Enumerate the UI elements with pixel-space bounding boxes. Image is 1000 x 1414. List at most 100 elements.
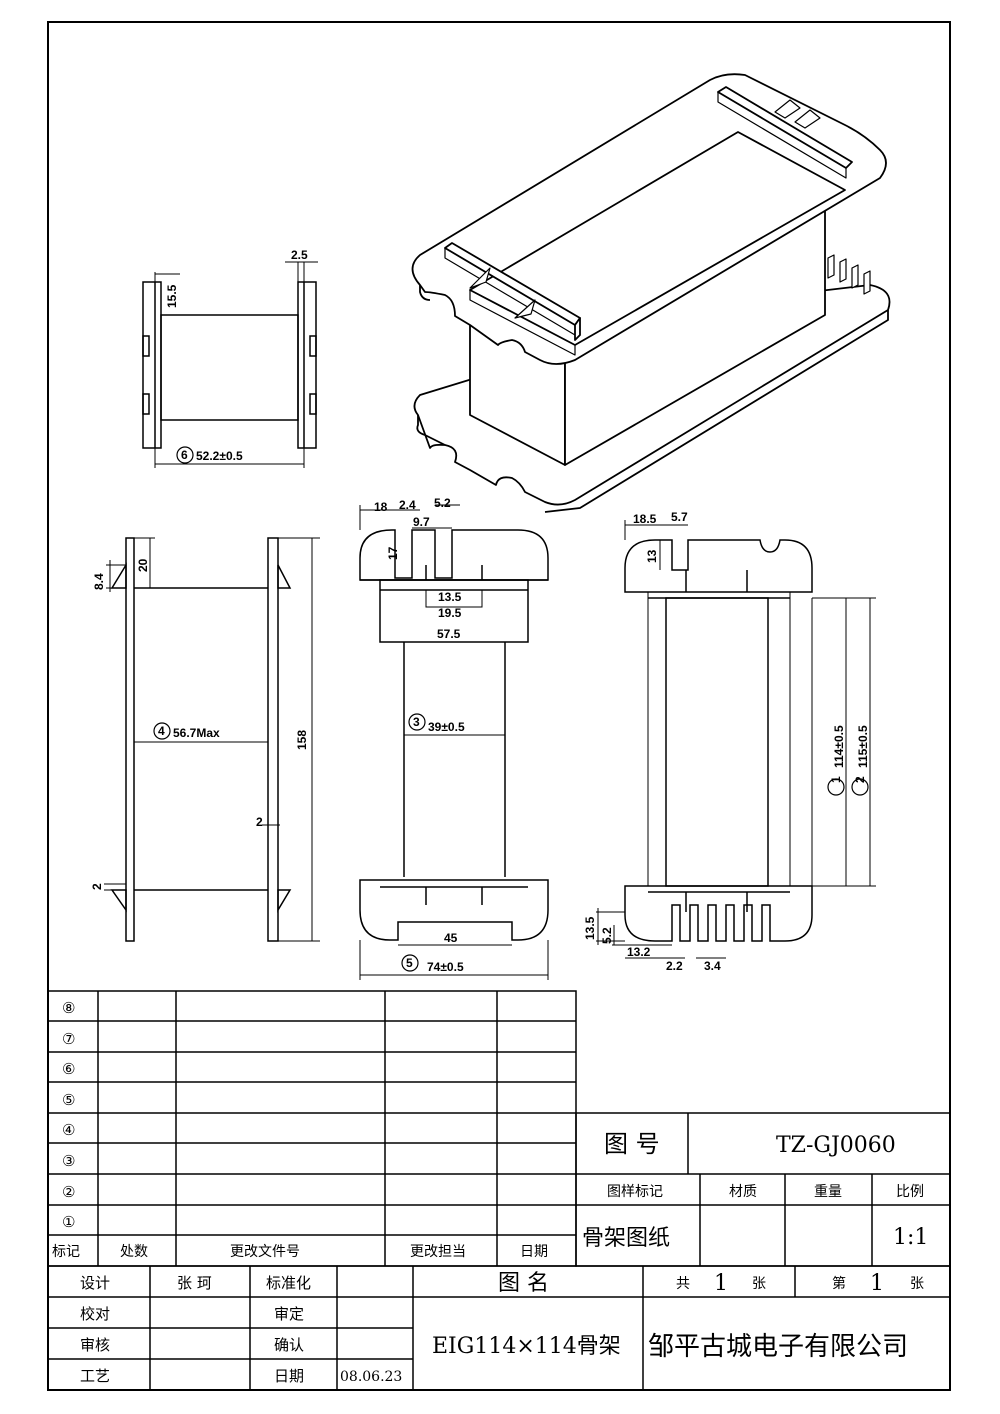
dim-13-5-right: 13.5 (583, 916, 597, 940)
dim-52-2: 52.2±0.5 (196, 449, 243, 463)
right-view-core (665, 597, 769, 887)
drawing-number: TZ-GJ0060 (776, 1133, 896, 1158)
dim-17: 17 (386, 546, 400, 560)
audit-label: 审核 (80, 1336, 110, 1354)
total-unit: 张 (752, 1276, 766, 1292)
dim-114: 114±0.5 (832, 725, 846, 768)
revision-marker-8: ⑧ (62, 999, 75, 1017)
front-view (359, 504, 549, 980)
side-view-wedge-tl (110, 562, 127, 589)
revision-header-mark: 标记 (52, 1244, 80, 1260)
side-view-wedge-br (277, 889, 292, 913)
designer-name: 张 珂 (177, 1274, 212, 1292)
revision-header-count: 处数 (120, 1244, 148, 1260)
page-unit: 张 (910, 1276, 924, 1292)
sample-mark-label: 图样标记 (607, 1184, 663, 1200)
dim-5-2-front: 5.2 (434, 496, 451, 510)
dim-74: 74±0.5 (427, 960, 464, 974)
dim-2-4: 2.4 (399, 498, 416, 512)
bottom-flange-edge-2 (544, 310, 889, 513)
dim-19-5: 19.5 (438, 606, 462, 620)
dim-57-5: 57.5 (437, 627, 461, 641)
revision-marker-2: ② (62, 1183, 75, 1201)
scale-value: 1:1 (893, 1225, 928, 1250)
side-view-left-flange (125, 537, 135, 942)
top-view-peg-4 (309, 393, 317, 415)
standard-label: 标准化 (266, 1274, 311, 1292)
revision-marker-4: ④ (62, 1121, 75, 1139)
review-label: 审定 (274, 1305, 304, 1323)
bottom-flange-edge (416, 415, 446, 446)
top-view-peg-3 (309, 335, 317, 357)
date-value: 08.06.23 (340, 1369, 402, 1385)
process-label: 工艺 (80, 1367, 110, 1385)
marker-circle-6 (176, 446, 194, 464)
date-label: 日期 (274, 1367, 304, 1385)
revision-header-person: 更改担当 (410, 1244, 466, 1260)
company-name: 邹平古城电子有限公司 (648, 1332, 908, 1362)
confirm-label: 确认 (274, 1336, 304, 1354)
revision-table (47, 990, 577, 1267)
dim-20: 20 (136, 558, 150, 572)
marker-circle-4 (153, 722, 171, 740)
dim-45: 45 (444, 931, 458, 945)
marker-2-label-drawing: 2 (853, 776, 867, 783)
dim-39: 39±0.5 (428, 720, 465, 734)
scale-label: 比例 (896, 1184, 924, 1200)
front-view-slot-13-5 (425, 589, 483, 608)
marker-4-label: 4 (158, 724, 165, 738)
revision-marker-7: ⑦ (62, 1030, 75, 1048)
drawing-number-label: 图 号 (604, 1130, 660, 1158)
top-view-left-flange (142, 281, 162, 449)
drawing-name: EIG114×114骨架 (432, 1334, 621, 1359)
side-view-right-flange (267, 537, 279, 942)
marker-1-label-drawing: 1 (829, 776, 843, 783)
dim-158: 158 (295, 730, 309, 750)
title-block-lower (47, 1265, 951, 1391)
total-value: 1 (714, 1271, 728, 1296)
top-view-core (160, 314, 299, 421)
check-label: 校对 (80, 1305, 110, 1323)
front-view-bottom-flange (359, 879, 549, 941)
revision-marker-6: ⑥ (62, 1060, 75, 1078)
total-label: 共 (676, 1276, 690, 1292)
revision-marker-1: ① (62, 1213, 75, 1231)
top-pegs (469, 267, 536, 319)
dim-2-b: 2 (90, 883, 104, 890)
marker-circle-2-drawing (851, 778, 869, 796)
marker-6-label: 6 (181, 448, 188, 462)
marker-circle-1-drawing (827, 778, 845, 796)
front-view-top-flange (359, 529, 549, 581)
rail-right (717, 86, 853, 169)
side-view (104, 537, 320, 942)
design-label: 设计 (80, 1274, 110, 1292)
dim-13-2: 13.2 (627, 945, 651, 959)
dim-5-2-right: 5.2 (600, 927, 614, 944)
isometric-view (411, 73, 891, 513)
dim-18-5: 18.5 (633, 512, 657, 526)
side-view-wedge-bl (110, 889, 127, 913)
dim-13-5-front: 13.5 (438, 590, 462, 604)
side-view-wedge-tr (277, 564, 292, 589)
weight-label: 重量 (814, 1184, 842, 1200)
drawing-name-label: 图 名 (498, 1271, 549, 1296)
dim-18: 18 (374, 500, 388, 514)
bottom-pins (827, 254, 871, 295)
revision-marker-3: ③ (62, 1152, 75, 1170)
marker-3-label: 3 (413, 715, 420, 729)
material-label: 材质 (729, 1184, 757, 1200)
dim-3-4: 3.4 (704, 959, 721, 973)
top-flange-lip (419, 285, 431, 301)
dim-2-a: 2 (256, 815, 263, 829)
right-view (596, 520, 876, 959)
top-view-peg-2 (142, 393, 150, 415)
dim-115: 115±0.5 (856, 725, 870, 768)
sample-mark-value: 骨架图纸 (582, 1226, 670, 1251)
top-view-right-flange (297, 281, 317, 449)
top-tabs (774, 99, 821, 129)
right-view-bottom-flange (624, 885, 813, 942)
top-view (142, 261, 318, 468)
page-value: 1 (870, 1271, 884, 1296)
revision-header-date: 日期 (520, 1244, 548, 1260)
